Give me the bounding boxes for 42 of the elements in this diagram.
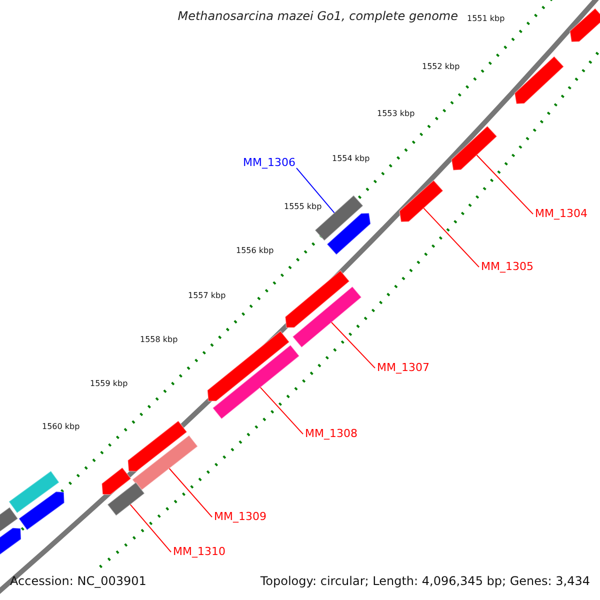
scale-label: 1553 kbp [377, 110, 415, 119]
leader-line [260, 386, 304, 435]
gene-feature [450, 125, 498, 171]
gene-feature [132, 434, 198, 492]
gene-label: MM_1309 [214, 511, 266, 524]
gene-feature [212, 344, 300, 420]
gene-feature [8, 470, 60, 514]
gene-label: MM_1306 [243, 157, 296, 170]
gene-feature [284, 270, 350, 328]
scale-label: 1551 kbp [467, 15, 505, 24]
scale-label: 1560 kbp [42, 423, 80, 432]
leader-line [130, 504, 172, 553]
scale-label: 1558 kbp [140, 336, 178, 345]
gene-label: MM_1304 [535, 208, 588, 220]
genome-stats-text: Topology: circular; Length: 4,096,345 bp; Genes: 3,434 [260, 575, 590, 588]
leader-line [168, 468, 212, 518]
leader-line [331, 322, 376, 369]
gene-feature [18, 491, 65, 531]
title: Methanosarcina mazei Go1, complete genome [178, 10, 458, 24]
gene-label: MM_1308 [305, 428, 358, 440]
gene-feature [326, 212, 372, 256]
scale-label: 1557 kbp [188, 292, 226, 301]
gene-feature [569, 8, 600, 42]
gene-feature [398, 180, 444, 222]
gene-feature [127, 420, 188, 472]
leader-line [476, 154, 534, 215]
gene-feature [0, 527, 22, 556]
scale-label: 1556 kbp [236, 247, 274, 256]
scale-label: 1559 kbp [90, 380, 128, 389]
gene-feature [514, 56, 564, 104]
gene-feature [206, 330, 290, 402]
scale-label: 1554 kbp [332, 155, 370, 164]
gene-feature [292, 286, 362, 348]
gene-label: MM_1305 [481, 261, 534, 274]
gene-label: MM_1307 [377, 362, 430, 374]
scale-label: 1555 kbp [284, 203, 322, 212]
leader-line [296, 168, 335, 214]
gene-feature [101, 466, 132, 496]
gene-feature [106, 482, 146, 516]
gene-label: MM_1310 [173, 546, 226, 558]
leader-line [423, 208, 480, 268]
scale-label: 1552 kbp [422, 63, 460, 72]
